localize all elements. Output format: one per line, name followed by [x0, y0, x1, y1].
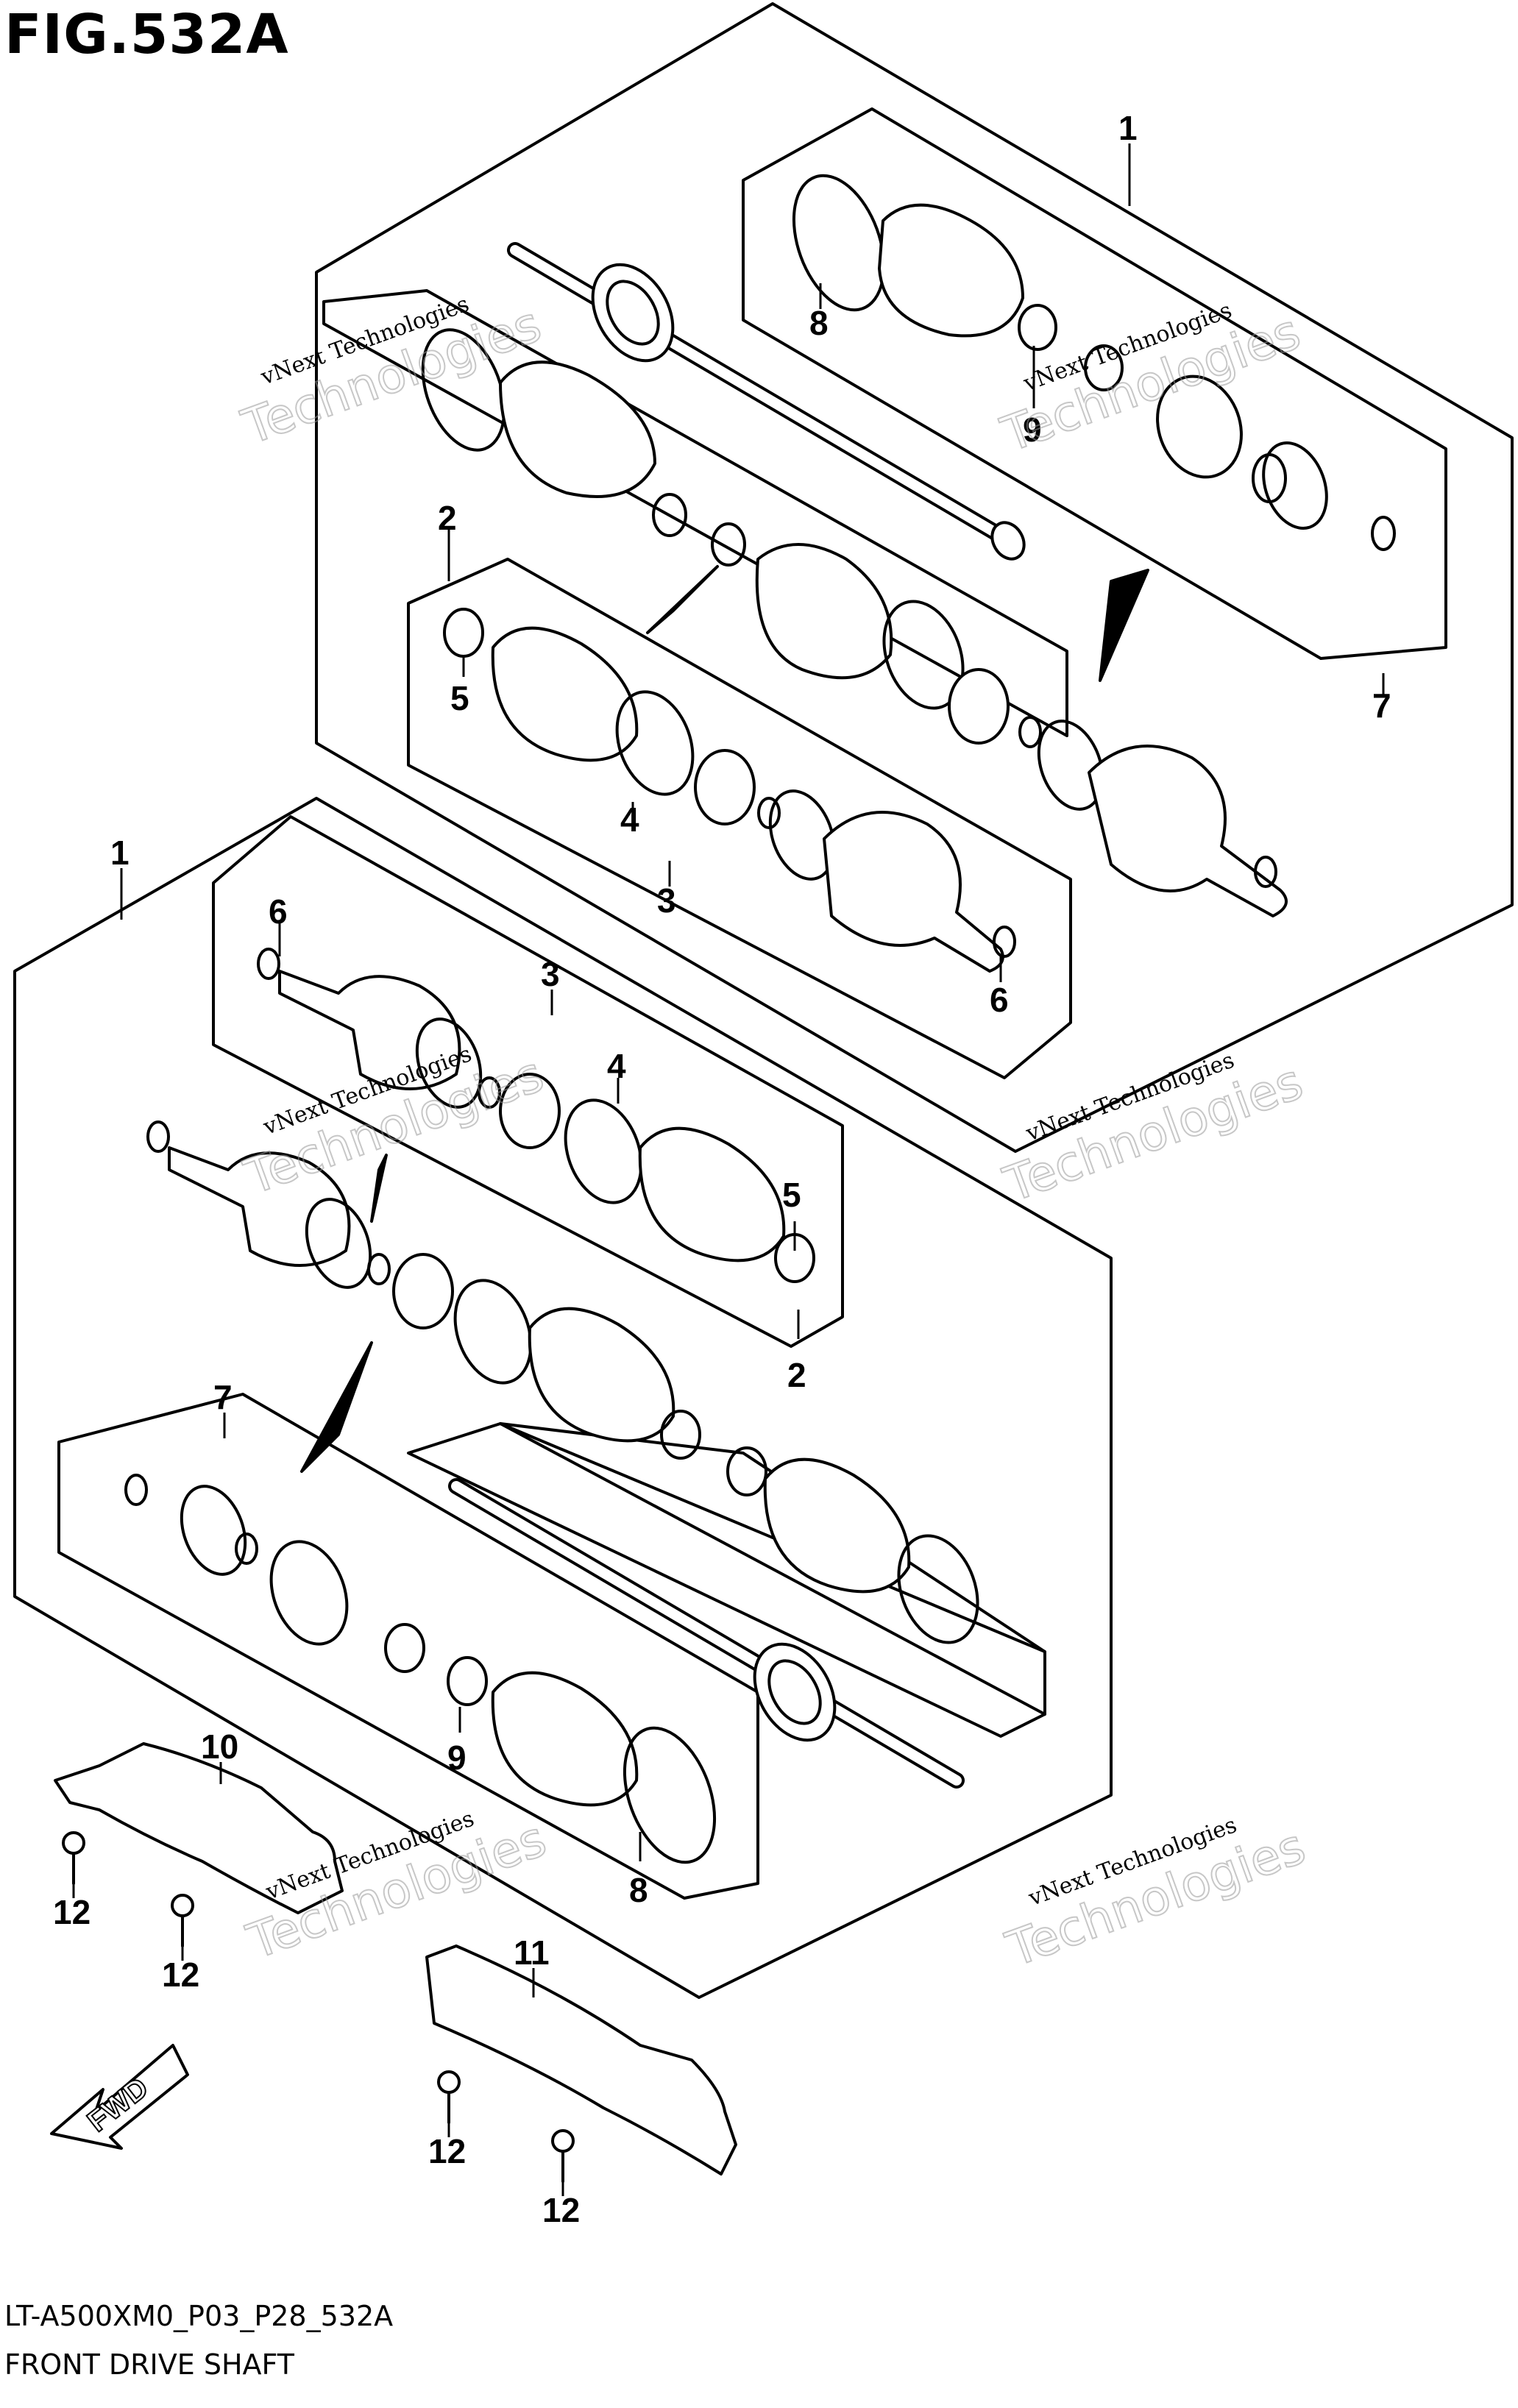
callout-8-lower: 8: [629, 1871, 648, 1909]
figure-code: LT-A500XM0_P03_P28_532A: [4, 2300, 394, 2332]
circlip-upper: [1262, 441, 1328, 530]
callout-2-upper: 2: [438, 499, 457, 537]
callout-5-lower: 5: [782, 1176, 801, 1214]
boot-band-large-2: [1156, 374, 1243, 479]
callout-12-d: 12: [542, 2191, 580, 2229]
callout-12-a: 12: [53, 1893, 91, 1931]
watermark-bottom-right: vNext Technologies Technologies: [999, 1812, 1313, 1979]
fwd-arrow-icon: [50, 2044, 189, 2150]
callout-6-lower: 6: [269, 892, 288, 931]
callout-4-lower: 4: [607, 1047, 626, 1085]
callout-11: 11: [514, 1933, 550, 1972]
figure-name: FRONT DRIVE SHAFT: [4, 2348, 294, 2381]
callout-3-lower: 3: [541, 955, 560, 993]
upper-shaft-frame: [322, 289, 1068, 737]
callout-1-lower: 1: [110, 834, 130, 872]
callout-8-upper: 8: [809, 304, 829, 342]
circlip-small-upper: [1371, 516, 1396, 551]
callout-4-upper: 4: [620, 800, 639, 839]
callout-7-lower: 7: [213, 1378, 233, 1416]
snap-ring-upper: [1252, 453, 1287, 503]
skid-plate-11: [425, 1944, 737, 2176]
boot-band-large: [792, 174, 886, 312]
callout-9-lower: 9: [447, 1738, 467, 1777]
upper-boot-kit-frame: [742, 107, 1447, 660]
bolts: [62, 1831, 575, 2183]
callout-6-upper: 6: [990, 981, 1009, 1019]
lower-joint-frame: [212, 815, 844, 1348]
upper-assembly-frame: [315, 2, 1514, 1153]
callout-9-upper: 9: [1023, 411, 1042, 449]
boot-band-small: [1018, 304, 1057, 351]
joint-boot: [878, 203, 1024, 338]
upper-joint-frame: [407, 558, 1072, 1079]
figure-title: FIG.532A: [4, 3, 289, 66]
callout-7-upper: 7: [1372, 686, 1391, 725]
upper-axle-shaft: [507, 242, 1026, 561]
callout-10: 10: [201, 1727, 238, 1766]
outer-cv-housing-upper: [1088, 745, 1288, 917]
watermark-top-left: vNext Technologies Technologies: [234, 291, 549, 457]
callout-12-c: 12: [428, 2132, 466, 2170]
skid-plate-10: [54, 1742, 344, 1914]
callout-2-lower: 2: [787, 1356, 806, 1394]
lower-axle-shaft: [448, 1478, 965, 1789]
middle-boot: [499, 361, 656, 498]
callout-1-upper: 1: [1118, 109, 1138, 147]
callout-5-upper: 5: [450, 679, 469, 717]
callout-3-upper: 3: [657, 881, 676, 920]
callout-12-b: 12: [162, 1956, 199, 1994]
lower-assembly-frame: [13, 797, 1113, 1999]
watermark-mid-right: vNext Technologies Technologies: [996, 1048, 1310, 1215]
boot-band-small-2: [1084, 344, 1124, 391]
